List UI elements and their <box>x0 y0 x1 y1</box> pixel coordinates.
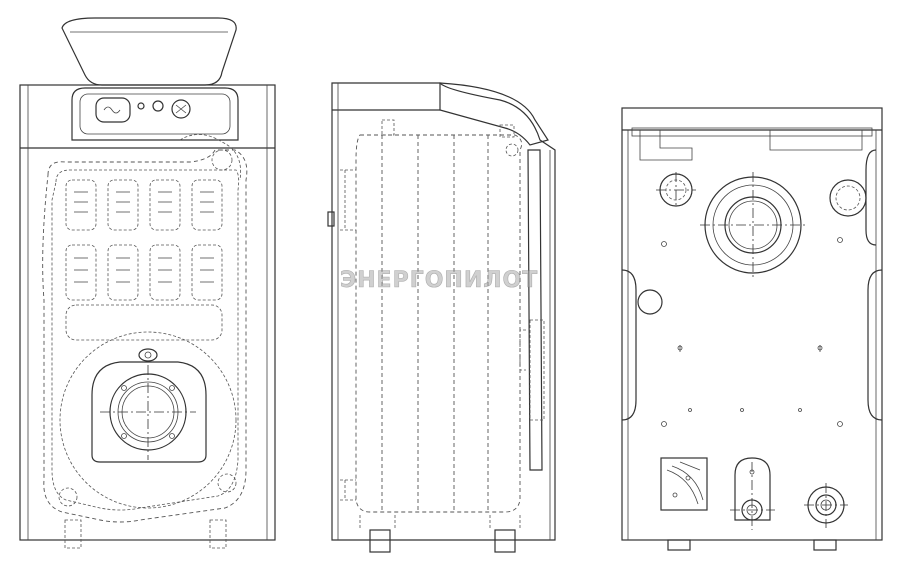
thermostat-knob <box>171 99 191 119</box>
reset-button <box>152 100 164 112</box>
side-lid <box>439 82 549 146</box>
thermometer-display <box>95 97 131 123</box>
port-mid-left <box>637 289 663 315</box>
control-panel-lid <box>61 17 237 86</box>
control-panel <box>71 87 239 141</box>
indicator-lamp <box>137 102 145 110</box>
port-upper-right <box>829 179 867 217</box>
cast-iron-sections <box>355 134 523 513</box>
fin-grid <box>65 179 223 341</box>
burner-door <box>91 361 207 463</box>
sight-glass <box>138 348 158 362</box>
front-view <box>19 17 276 549</box>
rear-view <box>621 107 883 551</box>
inspection-hatch <box>660 457 708 511</box>
heat-exchanger-outline <box>42 149 248 523</box>
watermark-text: ЭНЕРГОПИЛОТ <box>340 268 539 294</box>
side-pipe <box>327 211 335 227</box>
return-port <box>734 457 771 521</box>
side-view <box>327 82 556 553</box>
